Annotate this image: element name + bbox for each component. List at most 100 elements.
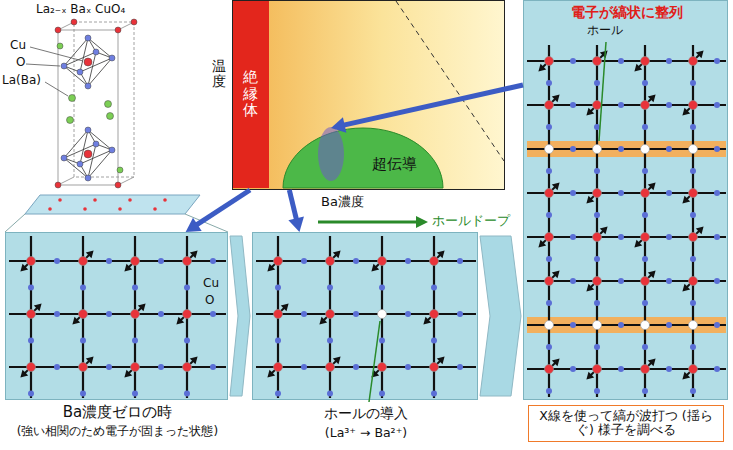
atoms	[77, 69, 83, 75]
cu-atom	[27, 257, 36, 266]
cuo2-lattice	[618, 190, 624, 196]
cuo2-lattice	[546, 212, 552, 218]
cu-atom	[430, 363, 439, 372]
cu-atom	[593, 233, 602, 242]
cuo2-plane	[83, 207, 87, 211]
atoms	[109, 55, 115, 61]
cuo2-lattice	[594, 212, 600, 218]
arrow-head	[552, 270, 560, 278]
axis-arrow-label: ホールドープ	[432, 214, 510, 229]
cuo2-lattice	[327, 338, 333, 344]
cuo2-lattice	[527, 45, 726, 397]
node-text: Cu	[202, 277, 220, 291]
node-text: (La³⁺ → Ba²⁺)	[253, 426, 479, 440]
atoms	[105, 101, 112, 108]
atoms	[131, 19, 137, 25]
arrow-head	[371, 264, 379, 272]
atoms	[57, 43, 63, 49]
hole-site	[545, 145, 554, 154]
cuo2-lattice	[618, 278, 624, 284]
cuo2-lattice	[546, 388, 552, 394]
pointer-arrow	[344, 85, 523, 125]
cuo2-lattice	[9, 260, 226, 262]
cuo2-lattice	[158, 364, 164, 370]
cu-atom	[545, 189, 554, 198]
cuo2-lattice	[642, 168, 648, 174]
cu-atom	[131, 363, 140, 372]
cuo2-plane	[128, 198, 132, 202]
lattice-panel: CuOBa濃度ゼロの時(強い相関のため電子が固まった状態)	[5, 232, 228, 400]
cuo2-lattice	[256, 366, 476, 368]
cuo2-plane	[25, 195, 200, 214]
atoms	[84, 58, 92, 66]
cuo2-lattice	[301, 364, 307, 370]
cuo2-lattice	[690, 80, 696, 86]
axis-label: 温度	[212, 59, 226, 90]
arrow-head	[696, 226, 704, 234]
cuo2-lattice	[666, 58, 672, 64]
cuo2-lattice	[594, 344, 600, 350]
caption-box: X線を使って縞が波打つ (揺らぐ) 様子を調べる	[528, 405, 724, 442]
dome-shape	[283, 128, 443, 188]
cuo2-plane	[5, 195, 228, 232]
cuo2-lattice	[405, 258, 411, 264]
cuo2-lattice	[714, 234, 720, 240]
cu-atom	[641, 233, 650, 242]
node-text: ホールの導入	[253, 405, 479, 421]
cuo2-lattice	[594, 256, 600, 262]
hole-site	[689, 321, 698, 330]
arrow-head	[648, 270, 656, 278]
cuo2-lattice	[666, 234, 672, 240]
cuo2-lattice	[570, 234, 576, 240]
cuo2-lattice	[594, 300, 600, 306]
cu-atom	[326, 310, 335, 319]
cuo2-lattice	[714, 278, 720, 284]
arrow-head	[333, 356, 341, 364]
cuo2-lattice	[54, 311, 60, 317]
cuo2-lattice	[80, 338, 86, 344]
atoms	[107, 113, 114, 120]
arrow-head	[682, 372, 690, 380]
cu-atom	[545, 57, 554, 66]
cuo2-plane	[163, 198, 167, 202]
arrow-head	[331, 117, 346, 133]
node-text: ホール	[586, 24, 624, 38]
hole-site	[641, 321, 650, 330]
cu-atom	[641, 189, 650, 198]
arrow-head	[20, 264, 28, 272]
lattice-panel: ホールの導入(La³⁺ → Ba²⁺)	[252, 232, 478, 400]
hole-doping-arrow	[416, 216, 428, 228]
cuo2-lattice	[642, 300, 648, 306]
cu-atom	[593, 189, 602, 198]
cuo2-lattice	[184, 391, 190, 397]
cu-atom	[545, 101, 554, 110]
label-leader-lines	[26, 47, 83, 96]
atoms	[61, 155, 67, 161]
cuo2-lattice	[275, 338, 281, 344]
cuo2-lattice	[379, 391, 385, 397]
node-text: Ba濃度ゼロの時	[6, 404, 229, 421]
cuo2-lattice	[642, 344, 648, 350]
atoms	[93, 141, 99, 147]
cuo2-lattice	[642, 124, 648, 130]
flow-chevron	[480, 236, 521, 396]
stripe-band	[527, 141, 726, 157]
cuo2-lattice	[570, 146, 576, 152]
phase-diagram: 絶縁体超伝導温度Ba濃度	[232, 0, 505, 190]
cuo2-lattice	[353, 258, 359, 264]
cuo2-lattice	[158, 311, 164, 317]
pointer-arrow	[289, 190, 296, 219]
cuo2-lattice	[106, 364, 112, 370]
atoms	[55, 27, 61, 33]
cuo2-lattice	[256, 260, 476, 262]
cuo2-lattice	[80, 391, 86, 397]
cu-atom	[641, 365, 650, 374]
atoms	[55, 182, 61, 188]
cuo2-lattice	[106, 311, 112, 317]
cuo2-lattice	[714, 102, 720, 108]
arrow-head	[538, 64, 546, 72]
cu-atom	[689, 57, 698, 66]
arrow-head	[437, 250, 445, 258]
cuo2-lattice	[431, 338, 437, 344]
atoms	[85, 35, 91, 41]
